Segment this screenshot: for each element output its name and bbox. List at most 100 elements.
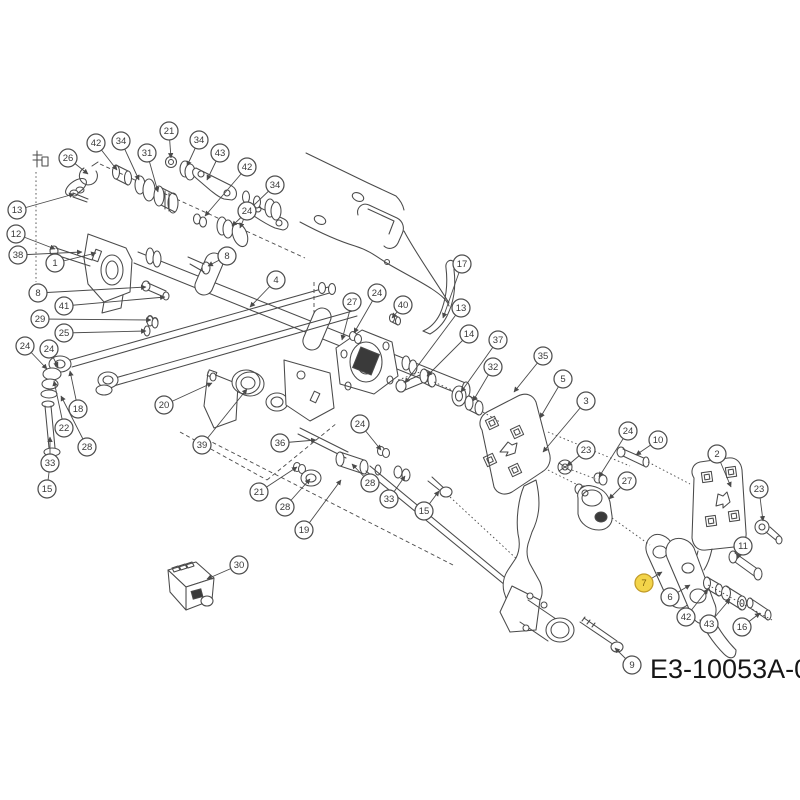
callout-11[interactable]: 11 (733, 536, 753, 556)
callout-circle-12[interactable] (6, 224, 26, 244)
callout-circle-32[interactable] (483, 357, 503, 377)
callout-8[interactable]: 8 (28, 283, 48, 303)
callout-circle-13[interactable] (451, 298, 471, 318)
callout-18[interactable]: 18 (68, 399, 88, 419)
callout-circle-22[interactable] (54, 418, 74, 438)
callout-circle-8[interactable] (28, 283, 48, 303)
callout-circle-6[interactable] (660, 587, 680, 607)
callout-circle-11[interactable] (733, 536, 753, 556)
callout-circle-21[interactable] (159, 121, 179, 141)
callout-circle-19[interactable] (294, 520, 314, 540)
callout-circle-5[interactable] (553, 369, 573, 389)
callout-circle-37[interactable] (488, 330, 508, 350)
callout-circle-34[interactable] (265, 175, 285, 195)
callout-circle-21[interactable] (249, 482, 269, 502)
callout-32[interactable]: 32 (483, 357, 503, 377)
callout-circle-25[interactable] (54, 323, 74, 343)
callout-circle-42[interactable] (237, 157, 257, 177)
callout-28[interactable]: 28 (77, 437, 97, 457)
callout-circle-28[interactable] (275, 497, 295, 517)
callout-4[interactable]: 4 (266, 270, 286, 290)
callout-30[interactable]: 30 (229, 555, 249, 575)
callout-10[interactable]: 10 (648, 430, 668, 450)
callout-23[interactable]: 23 (576, 440, 596, 460)
callout-circle-33[interactable] (40, 453, 60, 473)
callout-21[interactable]: 21 (159, 121, 179, 141)
callout-24[interactable]: 24 (350, 414, 370, 434)
callout-42[interactable]: 42 (86, 133, 106, 153)
callout-circle-28[interactable] (360, 473, 380, 493)
callout-34[interactable]: 34 (111, 131, 131, 151)
callout-circle-24[interactable] (618, 421, 638, 441)
callout-circle-20[interactable] (154, 395, 174, 415)
callout-43[interactable]: 43 (210, 143, 230, 163)
callout-circle-23[interactable] (749, 479, 769, 499)
callout-27[interactable]: 27 (342, 292, 362, 312)
callout-37[interactable]: 37 (488, 330, 508, 350)
callout-circle-15[interactable] (414, 501, 434, 521)
callout-circle-36[interactable] (270, 433, 290, 453)
callout-circle-28[interactable] (77, 437, 97, 457)
callout-circle-9[interactable] (622, 655, 642, 675)
callout-circle-27[interactable] (617, 471, 637, 491)
callout-circle-24[interactable] (15, 336, 35, 356)
callout-circle-38[interactable] (8, 245, 28, 265)
callout-circle-35[interactable] (533, 346, 553, 366)
callout-9[interactable]: 9 (622, 655, 642, 675)
callout-circle-4[interactable] (266, 270, 286, 290)
callout-2[interactable]: 2 (707, 444, 727, 464)
callout-33[interactable]: 33 (40, 453, 60, 473)
callout-circle-7[interactable] (634, 573, 654, 593)
callout-circle-18[interactable] (68, 399, 88, 419)
callout-21[interactable]: 21 (249, 482, 269, 502)
callout-17[interactable]: 17 (452, 254, 472, 274)
callout-38[interactable]: 38 (8, 245, 28, 265)
callout-circle-26[interactable] (58, 148, 78, 168)
callout-circle-27[interactable] (342, 292, 362, 312)
callout-circle-41[interactable] (54, 296, 74, 316)
callout-15[interactable]: 15 (37, 479, 57, 499)
callout-24[interactable]: 24 (15, 336, 35, 356)
callout-circle-10[interactable] (648, 430, 668, 450)
callout-circle-43[interactable] (699, 614, 719, 634)
callout-26[interactable]: 26 (58, 148, 78, 168)
callout-24[interactable]: 24 (39, 339, 59, 359)
callout-36[interactable]: 36 (270, 433, 290, 453)
callout-27[interactable]: 27 (617, 471, 637, 491)
callout-3[interactable]: 3 (576, 391, 596, 411)
callout-circle-24[interactable] (237, 201, 257, 221)
callout-34[interactable]: 34 (189, 130, 209, 150)
callout-43[interactable]: 43 (699, 614, 719, 634)
callout-35[interactable]: 35 (533, 346, 553, 366)
callout-circle-16[interactable] (732, 617, 752, 637)
callout-circle-24[interactable] (350, 414, 370, 434)
callout-circle-33[interactable] (379, 489, 399, 509)
callout-29[interactable]: 29 (30, 309, 50, 329)
callout-circle-34[interactable] (189, 130, 209, 150)
callout-1[interactable]: 1 (45, 253, 65, 273)
callout-circle-39[interactable] (192, 435, 212, 455)
callout-circle-2[interactable] (707, 444, 727, 464)
callout-34[interactable]: 34 (265, 175, 285, 195)
callout-19[interactable]: 19 (294, 520, 314, 540)
callout-circle-42[interactable] (86, 133, 106, 153)
callout-24[interactable]: 24 (618, 421, 638, 441)
callout-circle-15[interactable] (37, 479, 57, 499)
callout-circle-8[interactable] (217, 246, 237, 266)
callout-15[interactable]: 15 (414, 501, 434, 521)
callout-39[interactable]: 39 (192, 435, 212, 455)
callout-7-highlighted[interactable]: 7 (634, 573, 654, 593)
callout-42[interactable]: 42 (676, 607, 696, 627)
callout-23[interactable]: 23 (749, 479, 769, 499)
callout-24[interactable]: 24 (237, 201, 257, 221)
callout-24[interactable]: 24 (367, 283, 387, 303)
callout-circle-1[interactable] (45, 253, 65, 273)
callout-28[interactable]: 28 (360, 473, 380, 493)
callout-circle-29[interactable] (30, 309, 50, 329)
callout-14[interactable]: 14 (459, 324, 479, 344)
callout-16[interactable]: 16 (732, 617, 752, 637)
callout-5[interactable]: 5 (553, 369, 573, 389)
callout-circle-34[interactable] (111, 131, 131, 151)
callout-circle-13[interactable] (7, 200, 27, 220)
callout-circle-24[interactable] (39, 339, 59, 359)
